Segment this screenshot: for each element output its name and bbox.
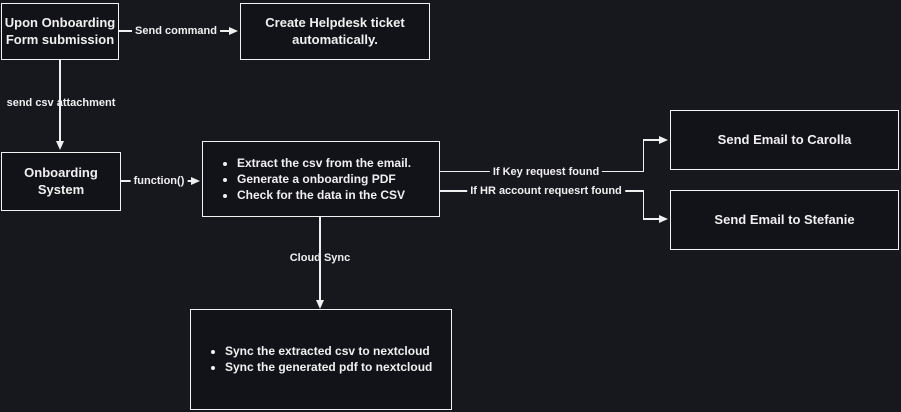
node-helpdesk-ticket-label: Create Helpdesk ticket automatically. <box>265 15 404 48</box>
edge-hr-request-line-h2 <box>643 218 660 220</box>
nextcloud-sync-item: Sync the extracted csv to nextcloud <box>225 344 432 359</box>
edge-send-csv-label: send csv attachment <box>6 97 116 109</box>
node-onboarding-system-label: Onboarding System <box>24 165 98 197</box>
edge-cloud-sync-arrowhead-icon <box>315 300 324 309</box>
process-step-item: Check for the data in the CSV <box>237 188 411 203</box>
nextcloud-sync-list: Sync the extracted csv to nextcloud Sync… <box>191 343 432 376</box>
process-step-item: Generate a onboarding PDF <box>237 172 411 187</box>
node-form-trigger-label: Upon Onboarding Form submission <box>5 15 115 48</box>
edge-send-command-label: Send command <box>132 25 220 37</box>
node-helpdesk-line1: Create Helpdesk ticket <box>265 15 405 31</box>
edge-cloud-sync-line <box>319 217 321 301</box>
edge-function-label: function() <box>130 175 188 187</box>
edge-send-command-arrowhead-icon <box>229 26 238 35</box>
edge-function-arrowhead-icon <box>191 176 200 185</box>
node-email-stefanie-label: Send Email to Stefanie <box>714 211 855 227</box>
node-helpdesk-ticket[interactable]: Create Helpdesk ticket automatically. <box>240 3 430 60</box>
edge-hr-request-arrowhead-icon <box>659 214 668 223</box>
node-process-steps[interactable]: Extract the csv from the email. Generate… <box>202 141 440 217</box>
edge-key-request-label: If Key request found <box>489 165 603 178</box>
edge-key-request-line-v <box>642 139 644 172</box>
edge-send-csv-arrowhead-icon <box>55 141 64 150</box>
edge-cloud-sync-label: Cloud Sync <box>289 252 351 264</box>
node-form-trigger-line2: Form submission <box>5 31 115 47</box>
process-steps-list: Extract the csv from the email. Generate… <box>203 155 411 204</box>
node-email-carolla[interactable]: Send Email to Carolla <box>670 110 899 170</box>
edge-hr-request-label: If HR account requesrt found <box>467 184 625 197</box>
edge-hr-request-line-v <box>642 190 644 219</box>
node-helpdesk-line2: automatically. <box>292 31 378 47</box>
edge-send-csv-line <box>59 60 61 143</box>
nextcloud-sync-item: Sync the generated pdf to nextcloud <box>225 360 432 375</box>
node-email-stefanie[interactable]: Send Email to Stefanie <box>670 190 899 250</box>
node-email-carolla-label: Send Email to Carolla <box>717 131 852 147</box>
edge-key-request-arrowhead-icon <box>659 135 668 144</box>
node-form-trigger-line1: Upon Onboarding <box>4 15 116 31</box>
edge-key-request-line-h2 <box>643 139 660 141</box>
node-form-trigger[interactable]: Upon Onboarding Form submission <box>1 3 119 60</box>
node-nextcloud-sync[interactable]: Sync the extracted csv to nextcloud Sync… <box>190 309 452 410</box>
node-onboarding-system[interactable]: Onboarding System <box>1 152 121 211</box>
process-step-item: Extract the csv from the email. <box>237 156 411 171</box>
